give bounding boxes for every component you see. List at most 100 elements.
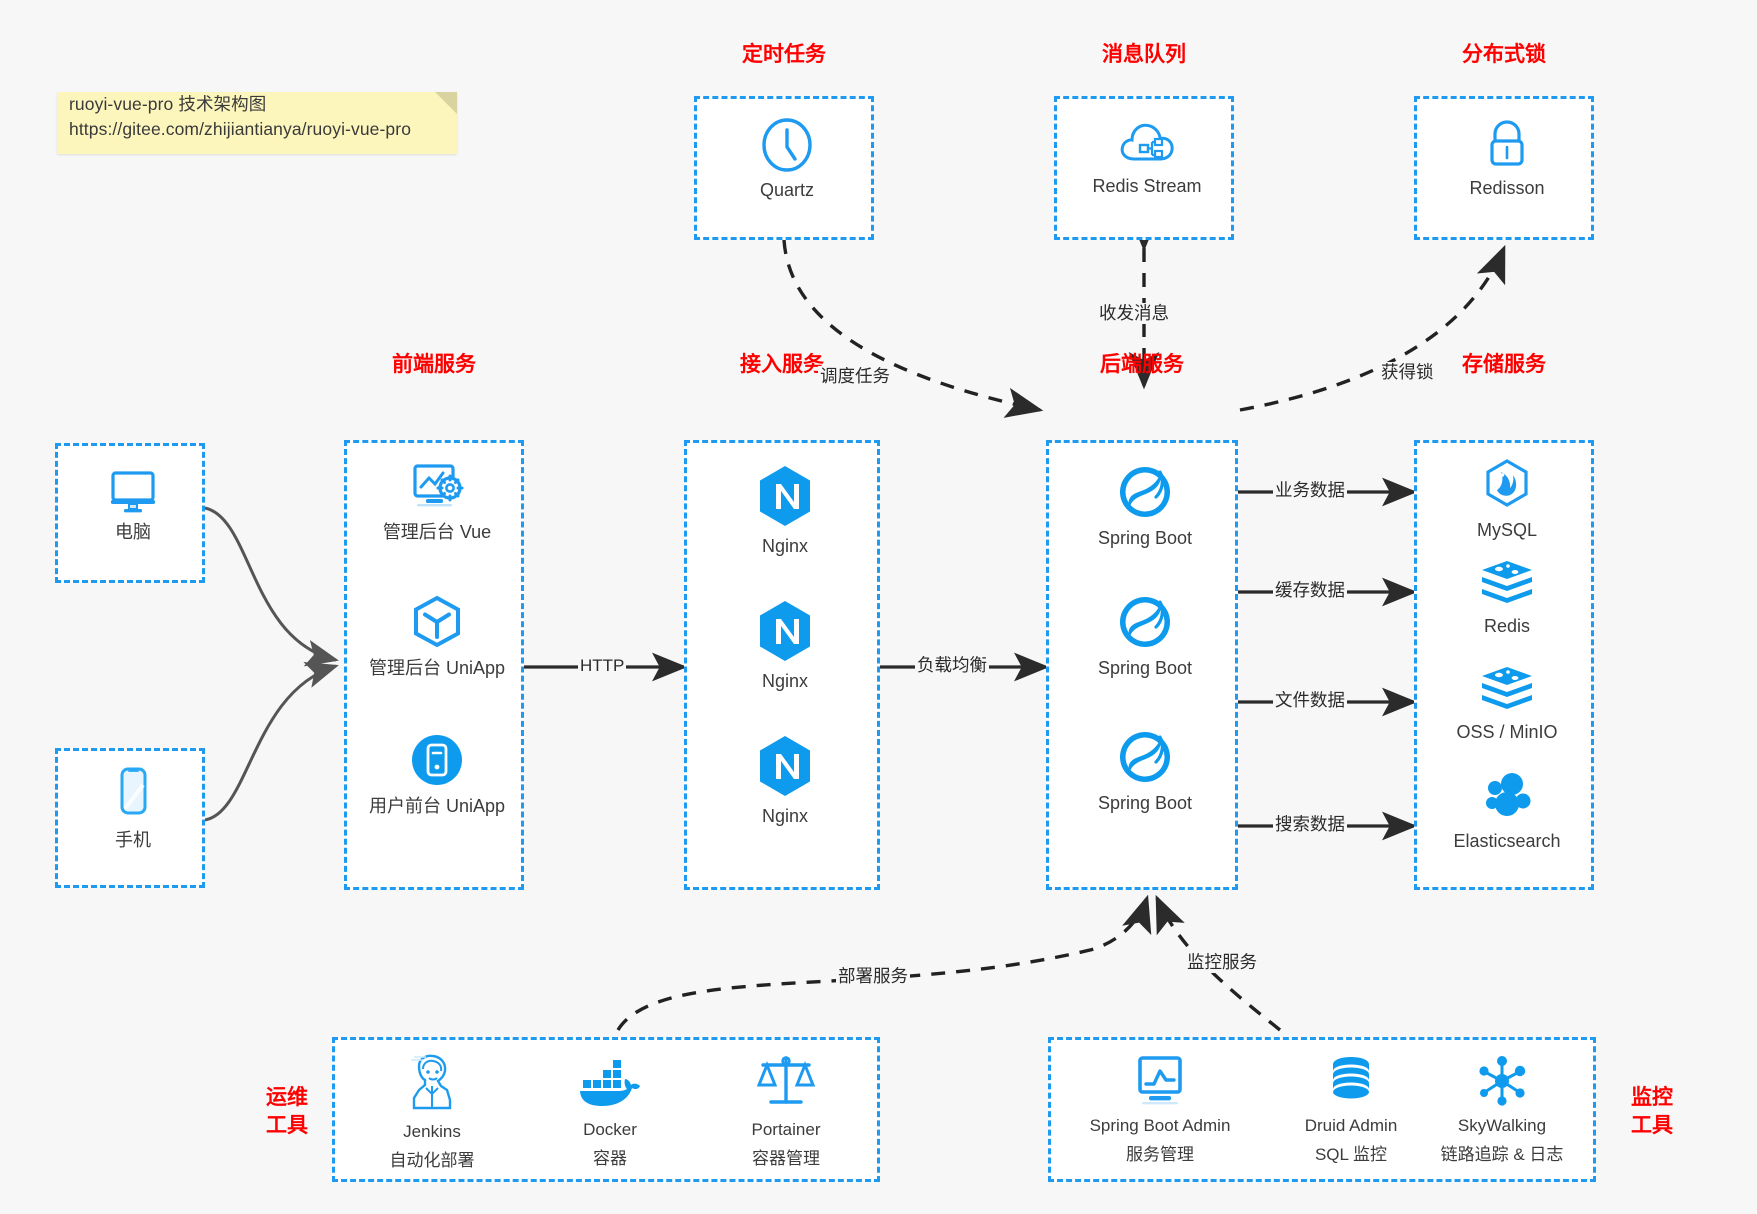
node-spring-boot-3[interactable]: Spring Boot	[1049, 728, 1241, 815]
note-line-url: https://gitee.com/zhijiantianya/ruoyi-vu…	[69, 119, 412, 139]
skywalking-icon	[1479, 1056, 1526, 1106]
node-druid-admin[interactable]: Druid Admin SQL 监控	[1261, 1054, 1441, 1166]
mysql-icon	[1486, 459, 1528, 507]
group-title-frontend: 前端服务	[392, 353, 476, 376]
node-user-uniapp[interactable]: 用户前台 UniApp	[347, 731, 527, 818]
node-sublabel: 服务管理	[1126, 1145, 1194, 1164]
jenkins-icon	[411, 1054, 452, 1110]
edge-label-cache-data: 缓存数据	[1273, 580, 1347, 601]
node-sublabel: 链路追踪 & 日志	[1440, 1145, 1564, 1164]
node-nginx-2[interactable]: Nginx	[687, 598, 883, 693]
node-label: Docker	[583, 1120, 637, 1139]
node-spring-boot-2[interactable]: Spring Boot	[1049, 593, 1241, 680]
group-monitoring: Spring Boot Admin 服务管理 Druid Admin SQL 监…	[1048, 1037, 1596, 1182]
clock-icon	[762, 118, 812, 172]
group-title-distributed-lock: 分布式锁	[1462, 43, 1546, 66]
group-client-mobile: 手机	[55, 748, 205, 888]
hexagon-cube-icon	[414, 595, 460, 648]
node-label: SkyWalking	[1457, 1116, 1547, 1135]
node-admin-uniapp[interactable]: 管理后台 UniApp	[347, 593, 527, 680]
nginx-icon	[760, 601, 810, 661]
oss-icon	[1482, 667, 1532, 709]
node-spring-boot-1[interactable]: Spring Boot	[1049, 463, 1241, 550]
node-oss-minio[interactable]: OSS / MinIO	[1417, 665, 1597, 744]
edge-label-file-data: 文件数据	[1273, 690, 1347, 711]
database-icon	[1333, 1057, 1369, 1099]
dashboard-gear-icon	[413, 464, 464, 507]
group-title-message-queue: 消息队列	[1102, 43, 1186, 66]
node-redisson[interactable]: Redisson	[1417, 117, 1597, 200]
node-label: Nginx	[761, 536, 809, 556]
note-line-title: ruoyi-vue-pro 技术架构图	[69, 94, 267, 114]
edge-label-acquire-lock: 获得锁	[1379, 362, 1436, 383]
group-title-backend: 后端服务	[1100, 353, 1184, 376]
edge-label-monitor-service: 监控服务	[1185, 952, 1259, 973]
group-client-desktop: 电脑	[55, 443, 205, 583]
node-nginx-3[interactable]: Nginx	[687, 733, 883, 828]
node-label: Druid Admin	[1304, 1116, 1398, 1135]
redis-icon	[1482, 561, 1532, 603]
node-nginx-1[interactable]: Nginx	[687, 463, 883, 558]
node-spring-boot-admin[interactable]: Spring Boot Admin 服务管理	[1055, 1054, 1265, 1166]
node-label: MySQL	[1476, 520, 1537, 540]
desktop-icon	[111, 471, 155, 513]
node-redis-stream[interactable]: Redis Stream	[1057, 117, 1237, 198]
diagram-note: ruoyi-vue-pro 技术架构图 https://gitee.com/zh…	[57, 92, 457, 154]
mobile-icon	[120, 767, 147, 815]
group-title-monitoring-line2: 工具	[1631, 1114, 1673, 1137]
node-portainer[interactable]: Portainer 容器管理	[701, 1052, 871, 1170]
edge-label-send-receive-message: 收发消息	[1097, 303, 1171, 324]
group-frontend: 管理后台 Vue 管理后台 UniApp 用户前台 UniApp	[344, 440, 524, 890]
group-title-devops-line1: 运维	[266, 1086, 308, 1109]
edge-label-http: HTTP	[578, 655, 627, 676]
node-desktop[interactable]: 电脑	[58, 463, 208, 544]
group-gateway: Nginx Nginx Nginx	[684, 440, 880, 890]
node-label: Spring Boot	[1097, 528, 1193, 548]
spring-boot-icon	[1119, 597, 1171, 647]
node-sublabel: 容器管理	[752, 1149, 820, 1168]
node-label: Elasticsearch	[1453, 831, 1561, 851]
group-title-storage: 存储服务	[1462, 353, 1546, 376]
spring-boot-icon	[1119, 732, 1171, 782]
edge-label-load-balance: 负载均衡	[915, 655, 989, 676]
node-elasticsearch[interactable]: Elasticsearch	[1417, 770, 1597, 853]
group-storage: MySQL Redis OSS / MinIO	[1414, 440, 1594, 890]
node-sublabel: 容器	[593, 1149, 627, 1168]
edge-label-schedule-task: 调度任务	[818, 366, 892, 387]
node-sublabel: SQL 监控	[1314, 1145, 1388, 1164]
nginx-icon	[760, 466, 810, 526]
edge-label-deploy-service: 部署服务	[836, 966, 910, 987]
node-label: 管理后台 Vue	[382, 522, 492, 542]
node-label: Spring Boot Admin	[1089, 1116, 1231, 1135]
node-label: 手机	[115, 830, 151, 850]
node-mobile[interactable]: 手机	[58, 765, 208, 852]
node-docker[interactable]: Docker 容器	[525, 1056, 695, 1170]
nginx-icon	[760, 736, 810, 796]
group-message-queue: Redis Stream	[1054, 96, 1234, 240]
node-label: Nginx	[761, 671, 809, 691]
node-label: 电脑	[115, 522, 151, 542]
node-skywalking[interactable]: SkyWalking 链路追踪 & 日志	[1409, 1054, 1595, 1166]
group-title-devops-line2: 工具	[266, 1114, 308, 1137]
node-label: Jenkins	[403, 1122, 461, 1141]
group-title-monitoring-line1: 监控	[1631, 1086, 1673, 1109]
node-sublabel: 自动化部署	[389, 1151, 475, 1170]
node-label: OSS / MinIO	[1456, 722, 1558, 742]
node-label: Portainer	[751, 1120, 821, 1139]
group-title-gateway: 接入服务	[740, 353, 824, 376]
cloud-stream-icon	[1120, 123, 1174, 161]
node-quartz[interactable]: Quartz	[697, 117, 877, 202]
elasticsearch-icon	[1486, 773, 1531, 816]
edge-label-business-data: 业务数据	[1273, 480, 1347, 501]
node-redis[interactable]: Redis	[1417, 559, 1597, 638]
node-label: Quartz	[759, 180, 815, 200]
node-jenkins[interactable]: Jenkins 自动化部署	[347, 1052, 517, 1172]
lock-icon	[1490, 120, 1524, 166]
monitor-chart-icon	[1138, 1056, 1182, 1105]
phone-circle-icon	[412, 735, 462, 785]
group-title-scheduled-task: 定时任务	[742, 43, 826, 66]
node-mysql[interactable]: MySQL	[1417, 457, 1597, 542]
group-backend: Spring Boot Spring Boot Spring Boot	[1046, 440, 1238, 890]
node-admin-vue[interactable]: 管理后台 Vue	[347, 459, 527, 544]
spring-boot-icon	[1119, 467, 1171, 517]
